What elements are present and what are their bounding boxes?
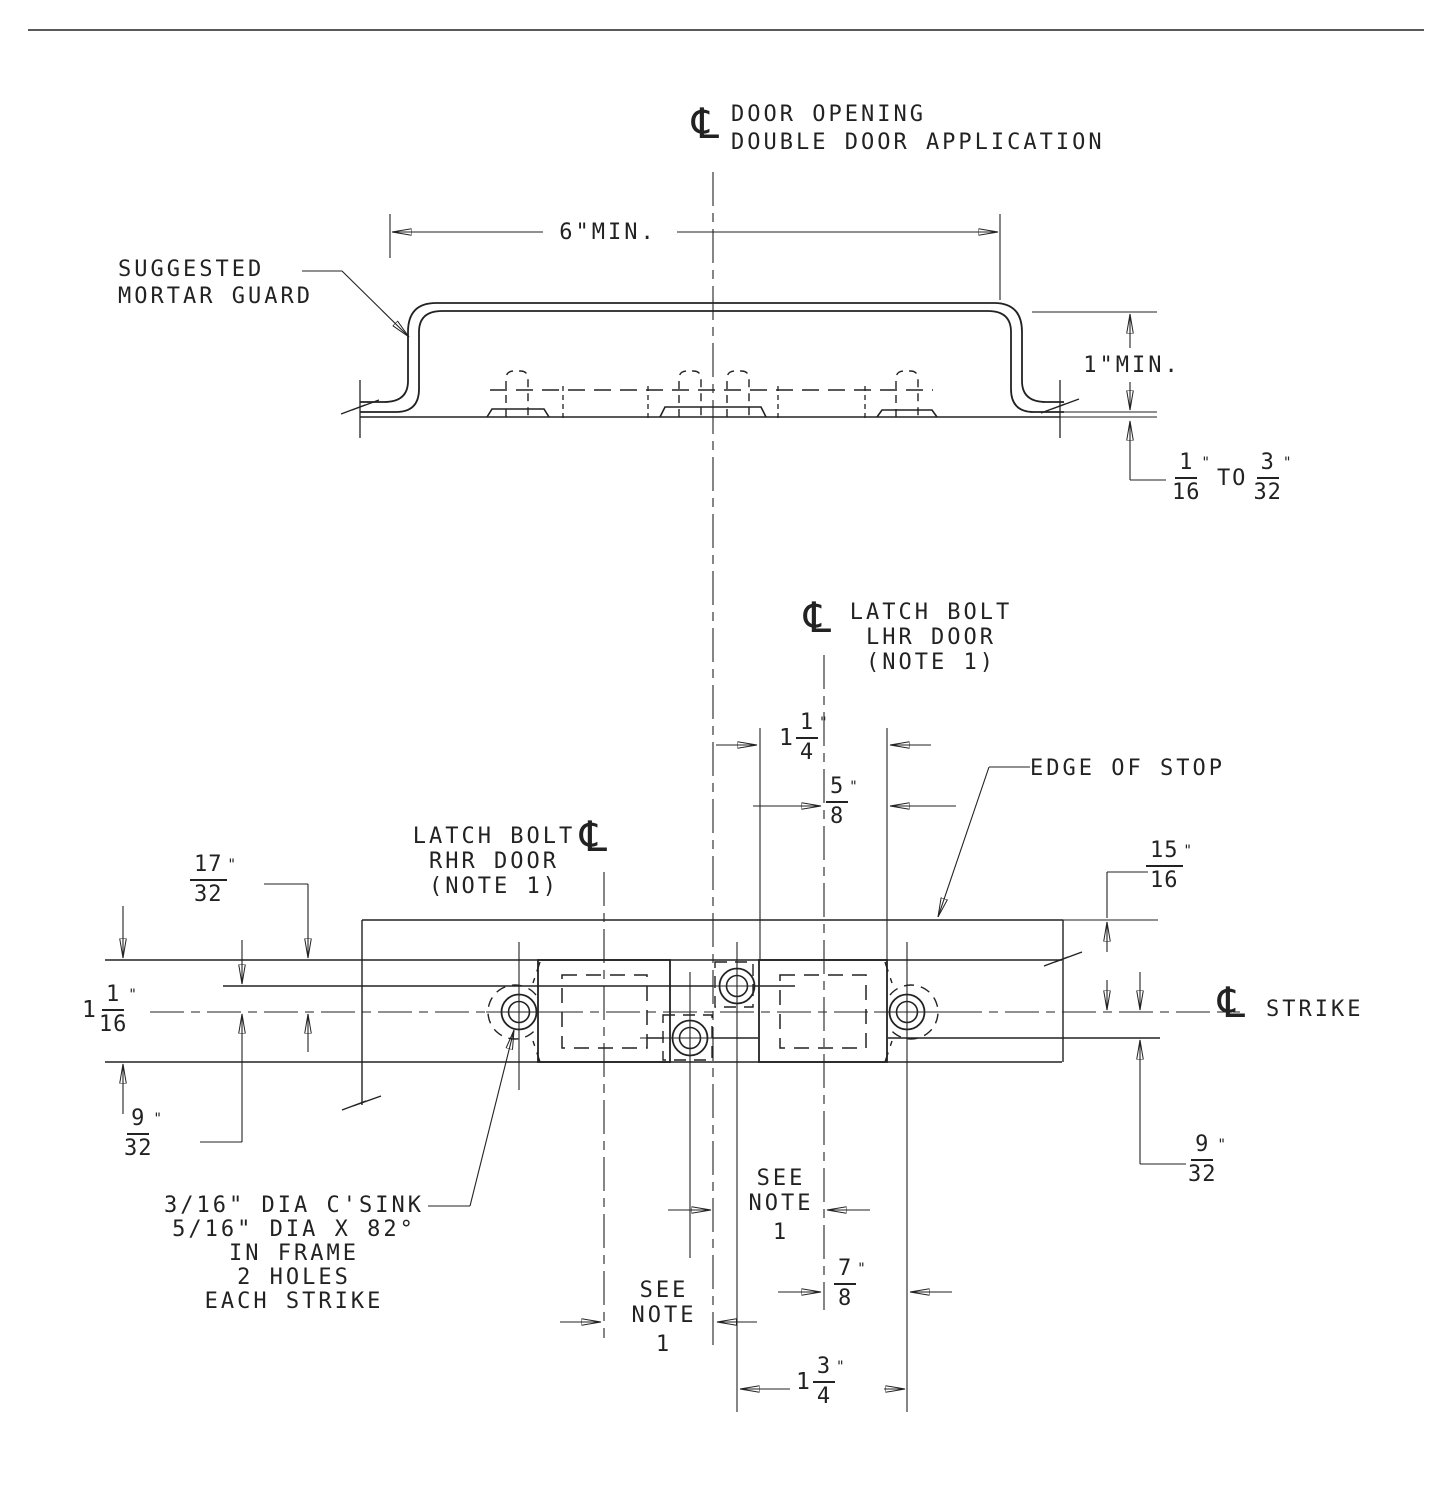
- csink-leader-arrow: [469, 1030, 515, 1207]
- strike-cl-symbol: ℄: [1218, 978, 1245, 1027]
- rhr-latch-cutout-hidden: [561, 974, 648, 1049]
- lhr-latch-label-2: LHR DOOR: [866, 625, 996, 650]
- csink-note-3: IN FRAME: [229, 1241, 359, 1266]
- tol-f1-den: 16: [1172, 480, 1201, 505]
- latch-bolt-tabs-hidden: [505, 370, 919, 417]
- rhr-latch-cutout: [537, 959, 671, 1063]
- see-note-lower-3: 1: [655, 1332, 673, 1357]
- mortar-guard-section: [340, 302, 1157, 438]
- upper-screw-hidden-box: [714, 961, 754, 1008]
- screw-center-ticks: [562, 386, 866, 419]
- screw-end-contours-hidden: [487, 961, 939, 1063]
- mortar-guard-label-2: MORTAR GUARD: [118, 284, 313, 309]
- break-mark-left: [340, 380, 380, 438]
- lhr-latch-cutout: [758, 959, 888, 1063]
- door-cl-symbol: ℄: [692, 99, 719, 148]
- strike-label: STRIKE: [1266, 997, 1364, 1022]
- see-note-upper-2: NOTE: [748, 1191, 814, 1216]
- tol-q2: ": [1282, 455, 1293, 471]
- edge-of-stop-label: EDGE OF STOP: [1030, 756, 1225, 781]
- mortar-guard-outer-profile: [360, 302, 1064, 403]
- see-note-lower-2: NOTE: [631, 1303, 697, 1328]
- screw-hole-left: [486, 942, 552, 1090]
- tol-f2-den: 32: [1253, 480, 1282, 505]
- lhr-latch-label-1: LATCH BOLT: [849, 600, 1013, 625]
- see-note-lower-1: SEE: [639, 1278, 689, 1303]
- break-mark-right: [1040, 380, 1080, 438]
- rhr-latch-label-3: (NOTE 1): [429, 874, 559, 899]
- strike-plan-view: [105, 919, 1160, 1412]
- mortar-guard-inner-profile: [360, 310, 1064, 413]
- dim-6min-text: 6"MIN.: [559, 220, 657, 245]
- see-note-upper-3: 1: [772, 1220, 790, 1245]
- rhr-cl-symbol: ℄: [580, 812, 607, 861]
- rhr-latch-label-2: RHR DOOR: [429, 849, 559, 874]
- plan-break-left: [341, 920, 382, 1111]
- latch-spacing-dimensions: [716, 728, 1030, 960]
- strike-plate-sections: [486, 406, 938, 418]
- rhr-latch-label-1: LATCH BOLT: [412, 824, 576, 849]
- tol-mid: TO: [1216, 465, 1248, 491]
- tol-f1-num: 1: [1175, 452, 1198, 479]
- screw-hole-upper-middle: [682, 942, 792, 1412]
- tol-q1: ": [1201, 455, 1211, 471]
- screw-hole-lower-middle: [640, 972, 740, 1258]
- top-view-dimensions: [302, 214, 1166, 481]
- plan-dimensions: [123, 871, 1186, 1389]
- dim-1min-text: 1"MIN.: [1083, 353, 1181, 378]
- plan-break-right: [1043, 920, 1083, 1062]
- mortar-guard-label-1: SUGGESTED: [118, 257, 265, 282]
- lhr-cl-symbol: ℄: [804, 593, 831, 642]
- centerlines: [150, 172, 1240, 1345]
- tol-f2-num: 3: [1256, 452, 1279, 479]
- csink-note-2: 5/16" DIA X 82°: [172, 1217, 416, 1242]
- lhr-latch-cutout-hidden: [779, 974, 867, 1049]
- csink-note-1: 3/16" DIA C'SINK: [164, 1193, 424, 1218]
- lhr-latch-label-3: (NOTE 1): [866, 650, 996, 675]
- edge-of-stop-leader-arrow: [937, 766, 990, 917]
- csink-note-4: 2 HOLES: [237, 1265, 351, 1290]
- see-note-upper-1: SEE: [756, 1166, 806, 1191]
- title-line1: DOOR OPENING: [731, 102, 926, 127]
- screw-hole-right: [874, 942, 960, 1412]
- csink-note-5: EACH STRIKE: [204, 1289, 384, 1314]
- mortar-guard-leader-arrow: [341, 270, 409, 337]
- title-line2: DOUBLE DOOR APPLICATION: [731, 130, 1105, 155]
